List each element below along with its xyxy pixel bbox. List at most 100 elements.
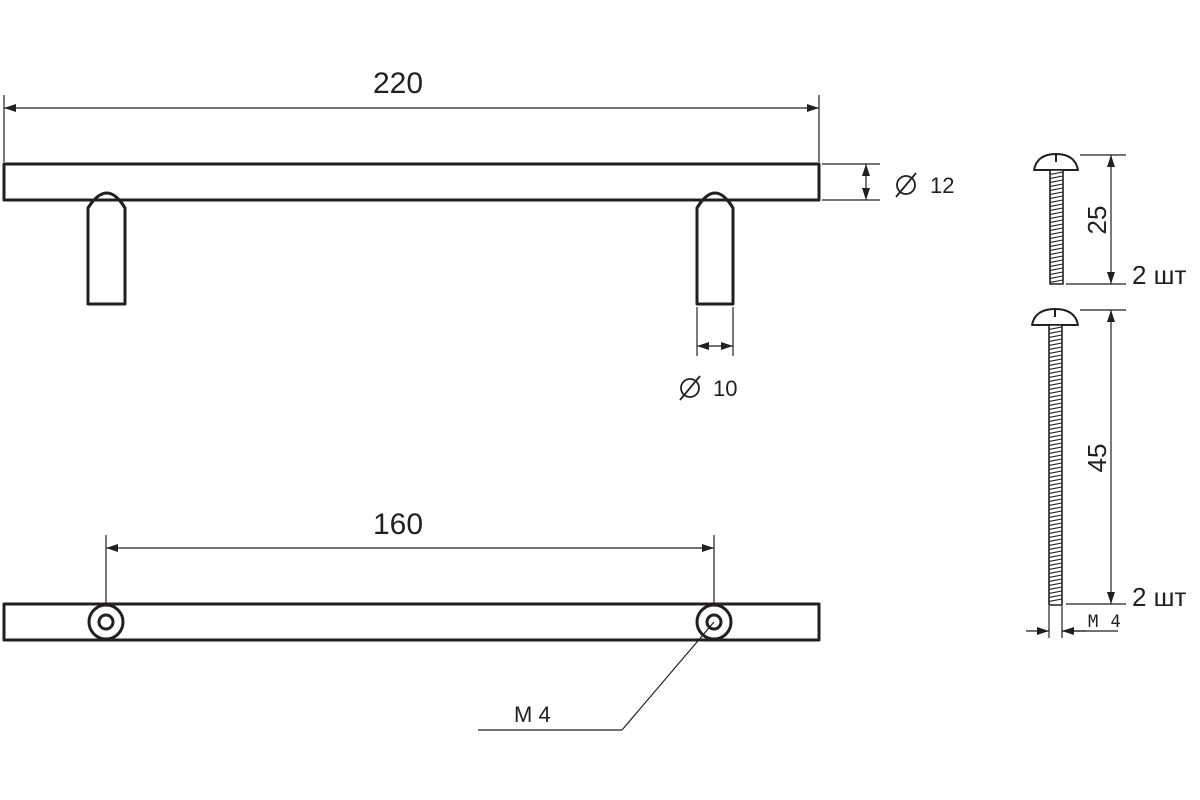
thread-long xyxy=(1048,326,1063,602)
thread-line xyxy=(1049,219,1064,223)
thread-line xyxy=(1049,235,1064,239)
thread-line xyxy=(1048,458,1063,462)
thread-line xyxy=(1049,195,1064,199)
thread-line xyxy=(1049,199,1064,203)
handle-right-leg xyxy=(695,191,735,306)
thread-line xyxy=(1049,203,1064,207)
thread-line xyxy=(1049,267,1064,271)
handle-side-view: 220 12 10 xyxy=(2,67,954,401)
thread-line xyxy=(1049,183,1064,187)
thread-line xyxy=(1049,207,1064,211)
thread-line xyxy=(1048,442,1063,446)
thread-line xyxy=(1049,231,1064,235)
thread-line xyxy=(1048,362,1063,366)
thread-line xyxy=(1048,570,1063,574)
hole-spacing-label: 160 xyxy=(373,508,423,541)
bar-diameter-label: 12 xyxy=(930,173,954,198)
thread-line xyxy=(1049,279,1064,283)
thread-line xyxy=(1049,227,1064,231)
thread-line xyxy=(1048,410,1063,414)
thread-line xyxy=(1048,582,1063,586)
thread-line xyxy=(1048,398,1063,402)
dimension-bar-diameter: 12 xyxy=(822,163,954,201)
thread-line xyxy=(1048,530,1063,534)
thread-line xyxy=(1048,438,1063,442)
thread-line xyxy=(1048,354,1063,358)
thread-short xyxy=(1049,171,1064,283)
thread-line xyxy=(1048,374,1063,378)
thread-line xyxy=(1049,239,1064,243)
handle-left-leg xyxy=(86,191,127,306)
thread-line xyxy=(1048,554,1063,558)
overall-length-label: 220 xyxy=(373,67,423,100)
thread-line xyxy=(1049,175,1064,179)
thread-line xyxy=(1048,562,1063,566)
thread-line xyxy=(1048,326,1063,330)
short-screw-length-label: 25 xyxy=(1082,206,1112,235)
screw-head xyxy=(1031,308,1079,326)
thread-line xyxy=(1048,566,1063,570)
thread-line xyxy=(1048,334,1063,338)
thread-callout: M 4 xyxy=(478,621,715,731)
thread-line xyxy=(1048,418,1063,422)
thread-line xyxy=(1049,275,1064,279)
thread-line xyxy=(1048,390,1063,394)
thread-line xyxy=(1048,534,1063,538)
thread-line xyxy=(1048,586,1063,590)
thread-line xyxy=(1048,346,1063,350)
long-screw-length-label: 45 xyxy=(1082,444,1112,473)
short-screw-quantity: 2 шт xyxy=(1132,260,1187,290)
leg-diameter-label: 10 xyxy=(713,376,737,401)
thread-line xyxy=(1049,171,1064,175)
thread-line xyxy=(1048,382,1063,386)
thread-line xyxy=(1049,187,1064,191)
thread-line xyxy=(1048,406,1063,410)
thread-line xyxy=(1049,247,1064,251)
thread-line xyxy=(1048,526,1063,530)
mounting-hole-left xyxy=(87,603,125,641)
dimension-long-screw-length: 45 xyxy=(1066,309,1126,605)
thread-line xyxy=(1048,510,1063,514)
thread-line xyxy=(1049,211,1064,215)
thread-line xyxy=(1048,482,1063,486)
screw-head xyxy=(1033,153,1079,171)
thread-line xyxy=(1048,430,1063,434)
thread-line xyxy=(1048,338,1063,342)
thread-line xyxy=(1048,594,1063,598)
thread-line xyxy=(1049,271,1064,275)
handle-bar xyxy=(2,162,821,202)
thread-line xyxy=(1048,506,1063,510)
dimension-overall-length: 220 xyxy=(3,67,820,162)
diameter-symbol-icon xyxy=(895,172,917,198)
thread-line xyxy=(1048,518,1063,522)
thread-line xyxy=(1049,259,1064,263)
thread-line xyxy=(1048,578,1063,582)
thread-line xyxy=(1048,574,1063,578)
thread-line xyxy=(1048,422,1063,426)
thread-line xyxy=(1048,478,1063,482)
handle-top-view: 160 M 4 xyxy=(2,508,821,731)
thread-line xyxy=(1049,215,1064,219)
thread-line xyxy=(1048,474,1063,478)
thread-line xyxy=(1049,255,1064,259)
thread-line xyxy=(1048,378,1063,382)
thread-line xyxy=(1048,462,1063,466)
thread-line xyxy=(1048,370,1063,374)
thread-line xyxy=(1048,386,1063,390)
thread-line xyxy=(1048,590,1063,594)
thread-line xyxy=(1048,486,1063,490)
thread-line xyxy=(1048,446,1063,450)
screw-thread-size-label: M 4 xyxy=(1088,612,1122,632)
dimension-short-screw-length: 25 xyxy=(1066,154,1126,285)
thread-line xyxy=(1048,426,1063,430)
thread-line xyxy=(1048,342,1063,346)
thread-line xyxy=(1048,330,1063,334)
thread-line xyxy=(1048,538,1063,542)
thread-line xyxy=(1048,522,1063,526)
thread-line xyxy=(1048,366,1063,370)
thread-size-label: M 4 xyxy=(514,702,551,727)
thread-line xyxy=(1048,350,1063,354)
thread-line xyxy=(1049,251,1064,255)
dimension-leg-diameter: 10 xyxy=(679,307,737,401)
thread-line xyxy=(1048,450,1063,454)
